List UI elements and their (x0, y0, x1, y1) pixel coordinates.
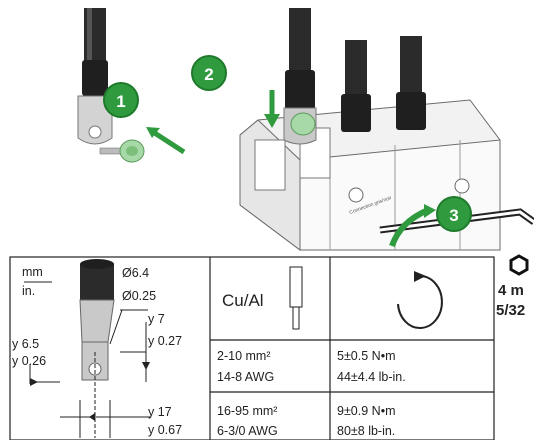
row1-awg: 14-8 AWG (217, 370, 275, 384)
row1-torque-nm: 5±0.5 N•m (337, 349, 396, 363)
step-1-badge: 1 (103, 82, 139, 118)
row1-mm2: 2-10 mm² (217, 349, 271, 363)
row2-torque-lbin: 80±8 lb-in. (337, 424, 396, 438)
row2-mm2: 16-95 mm² (217, 404, 278, 418)
cable-with-lug-step1 (77, 8, 113, 145)
screw-step2 (290, 112, 316, 136)
step-3-number: 3 (449, 206, 459, 225)
row2-awg: 6-3/0 AWG (217, 424, 278, 438)
row1-torque-lbin: 44±4.4 lb-in. (337, 370, 406, 384)
dim-a-mm-label: y 7 (148, 312, 165, 326)
phase-cables (283, 8, 426, 145)
diameter-mm-label: Ø6.4 (122, 266, 150, 280)
dim-c-mm-label: y 17 (148, 405, 172, 419)
material-label: Cu/Al (222, 291, 264, 310)
hex-key-icon (509, 254, 529, 276)
spec-table-grid (9, 256, 495, 440)
tool-size-mm: 4 m (498, 282, 524, 299)
diameter-in-label: Ø0.25 (122, 289, 157, 303)
insert-arrow-icon (148, 127, 186, 155)
row2-torque-nm: 9±0.9 N•m (337, 404, 396, 418)
dim-c-in-label: y 0.67 (148, 423, 183, 437)
units-mm-label: mm (22, 265, 43, 279)
step-2-number: 2 (204, 65, 214, 84)
lug-dimension-drawing (24, 259, 150, 438)
step-3-badge: 3 (436, 196, 472, 232)
step-2-badge: 2 (191, 55, 227, 91)
rotate-clockwise-icon (397, 271, 443, 329)
rotate-arrow-icon (389, 207, 430, 248)
tool-size-in: 5/32 (496, 302, 526, 319)
screw-step1 (99, 139, 145, 163)
dim-b-in-label: y 0.26 (12, 354, 47, 368)
conductor-icon (289, 266, 303, 330)
units-in-label: in. (22, 284, 36, 298)
dim-a-in-label: y 0.27 (148, 334, 183, 348)
dim-b-mm-label: y 6.5 (12, 337, 40, 351)
step-1-number: 1 (116, 92, 126, 111)
